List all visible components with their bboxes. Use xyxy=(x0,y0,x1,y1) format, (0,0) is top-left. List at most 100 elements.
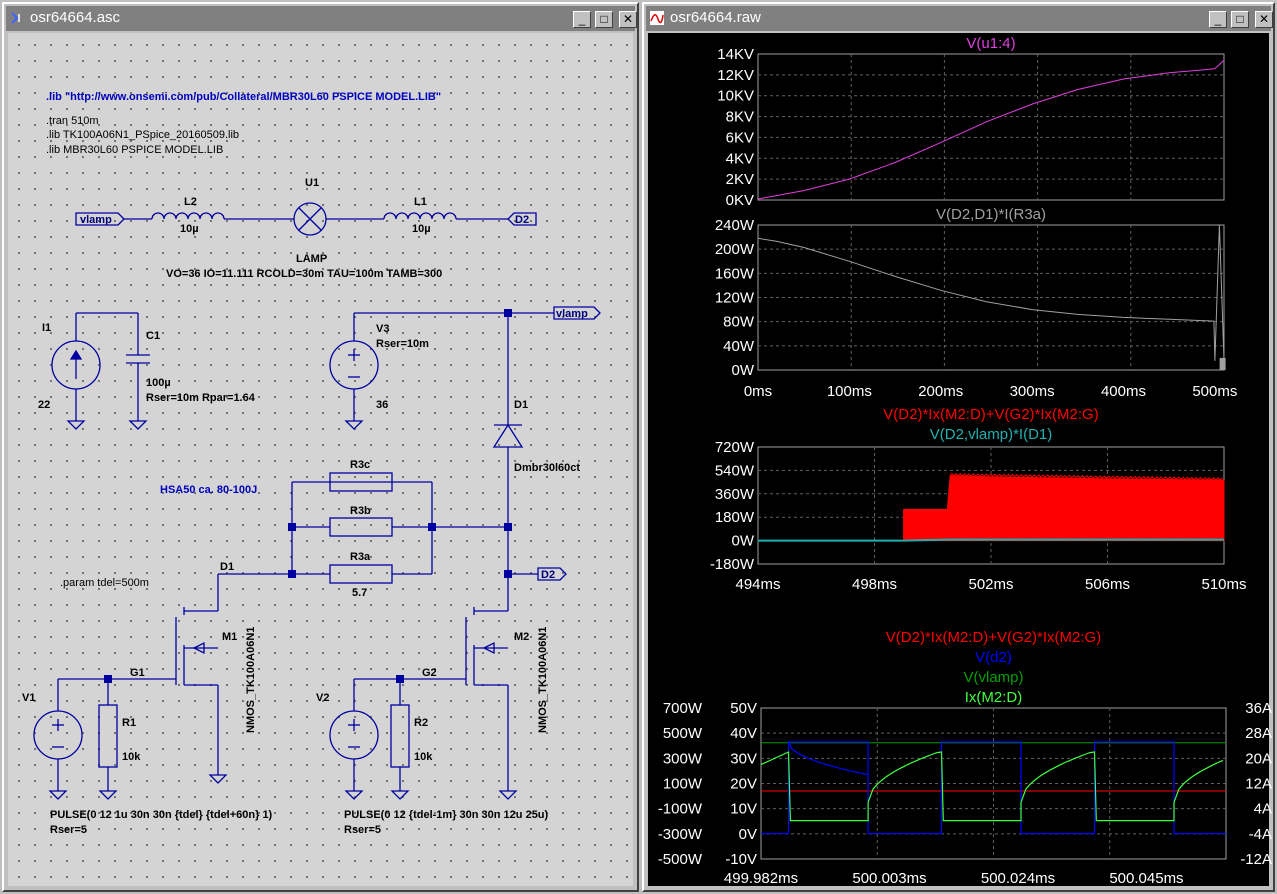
maximize-icon: □ xyxy=(1236,12,1244,26)
x-tick-label: 500.024ms xyxy=(981,870,1055,887)
schematic-app-icon xyxy=(11,12,20,24)
params-V1: Rser=5 xyxy=(50,824,87,836)
y-tick-label: 6KV xyxy=(726,129,754,146)
junction-dot xyxy=(104,675,112,683)
params-U1: VO=36 IO=11.111 RCOLD=30m TAU=100m TAMB=… xyxy=(166,268,442,280)
minimize-icon: _ xyxy=(1214,12,1222,26)
params-C1: Rser=10m Rpar=1.64 xyxy=(146,392,256,404)
inductor-L1[interactable] xyxy=(383,212,457,220)
resistor-R1[interactable] xyxy=(98,679,118,800)
trace-label-ix-m2d: Ix(M2:D) xyxy=(965,689,1023,706)
value-R1: 10k xyxy=(122,751,141,763)
y-tick-label: 4A xyxy=(1254,801,1272,818)
y-tick-label: 160W xyxy=(715,265,755,282)
y-tick-label: 20V xyxy=(730,776,757,793)
net-label-d2: D2 xyxy=(541,569,555,581)
label-V2: V2 xyxy=(316,692,329,704)
x-tick-label: 506ms xyxy=(1085,576,1130,593)
y-tick-label: -180W xyxy=(710,556,755,573)
nmos-M1[interactable] xyxy=(108,574,228,784)
capacitor-C1[interactable] xyxy=(126,313,150,430)
waveform-title: osr64664.raw xyxy=(670,9,761,26)
close-icon: ✕ xyxy=(1258,12,1270,26)
value-I1: 22 xyxy=(38,399,50,411)
resistor-R3c[interactable] xyxy=(329,472,393,492)
maximize-button[interactable]: □ xyxy=(1231,11,1249,28)
params-V2: Rser=5 xyxy=(344,824,381,836)
y-tick-label: 10V xyxy=(730,801,757,818)
voltage-source-V3[interactable] xyxy=(329,312,508,430)
net-label-vlamp: vlamp xyxy=(80,214,112,226)
trace-vu14 xyxy=(757,59,1225,200)
maximize-button[interactable]: □ xyxy=(595,11,613,28)
trace-label-vlamp: V(vlamp) xyxy=(963,669,1023,686)
comment-hsa50[interactable]: HSA50 ca. 80-100J xyxy=(160,484,257,496)
close-button[interactable]: ✕ xyxy=(1255,11,1273,28)
directive-lib-tk[interactable]: .lib TK100A06N1_PSpice_20160509.lib xyxy=(46,129,239,141)
label-M1: M1 xyxy=(222,631,237,643)
current-source-I1[interactable] xyxy=(51,312,138,430)
label-R3a: R3a xyxy=(350,551,371,563)
voltage-source-V1[interactable] xyxy=(33,678,108,800)
close-button[interactable]: ✕ xyxy=(619,11,637,28)
net-d2-flag[interactable] xyxy=(537,567,567,581)
trace-label-vu14: V(u1:4) xyxy=(966,35,1015,52)
trace-m2-power-peaks xyxy=(949,472,1223,481)
y-tick-label: 300W xyxy=(663,750,703,767)
directive-tran[interactable]: .tran 510m xyxy=(46,115,99,127)
resistor-R3a[interactable] xyxy=(329,564,393,584)
trace-m2-power-envelope xyxy=(758,475,1225,542)
label-U1: U1 xyxy=(305,177,319,189)
net-d2-flag-top[interactable] xyxy=(507,212,537,226)
trace-power-r3a-spike xyxy=(1219,357,1226,370)
lamp-U1[interactable] xyxy=(293,202,327,236)
net-vlamp-flag-right[interactable] xyxy=(553,306,601,320)
x-tick-label: 500.045ms xyxy=(1109,870,1183,887)
model-U1: LAMP xyxy=(296,253,327,265)
trace-ix-m2d xyxy=(760,751,1224,822)
directive-param[interactable]: .param tdel=500m xyxy=(60,577,149,589)
value-R3a: 5.7 xyxy=(352,587,367,599)
net-vlamp-flag[interactable] xyxy=(75,212,125,226)
y-tick-label: -4A xyxy=(1249,826,1272,843)
directive-lib-mbr[interactable]: .lib MBR30L60 PSPICE MODEL.LIB xyxy=(46,144,223,156)
y-tick-label: 180W xyxy=(715,509,755,526)
y-tick-label: 500W xyxy=(663,725,703,742)
schematic-drawing[interactable]: .lib "http://www.onsemi.com/pub/Collater… xyxy=(8,33,637,890)
model-M2: NMOS_TK100A06N1 xyxy=(537,627,549,733)
x-tick-label: 510ms xyxy=(1201,576,1246,593)
y-tick-label: -100W xyxy=(658,801,703,818)
junction-dot xyxy=(428,523,436,531)
x-tick-label: 400ms xyxy=(1101,383,1146,400)
directive-lib-url[interactable]: .lib "http://www.onsemi.com/pub/Collater… xyxy=(46,91,441,103)
minimize-button[interactable]: _ xyxy=(1209,11,1227,28)
nmos-M2[interactable] xyxy=(400,574,518,800)
y-tick-label: 50V xyxy=(730,700,757,717)
schematic-titlebar[interactable]: osr64664.asc _ □ ✕ xyxy=(6,6,637,31)
label-R1: R1 xyxy=(122,717,136,729)
y-tick-label: 240W xyxy=(715,217,755,234)
model-M1: NMOS_TK100A06N1 xyxy=(245,627,257,733)
voltage-source-V2[interactable] xyxy=(329,678,400,800)
minimize-button[interactable]: _ xyxy=(573,11,591,28)
waveform-plots[interactable]: 0KV2KV4KV6KV8KV10KV12KV14KVV(u1:4)0W40W8… xyxy=(648,33,1273,890)
label-I1: I1 xyxy=(42,322,51,334)
inductor-L2[interactable] xyxy=(151,212,225,220)
y-tick-label: 8KV xyxy=(726,109,754,126)
net-label-d2-top: D2 xyxy=(515,214,529,226)
x-tick-label: 100ms xyxy=(827,383,872,400)
diode-D1[interactable] xyxy=(492,313,524,527)
trace-label-d1-power: V(D2,vlamp)*I(D1) xyxy=(930,426,1053,443)
y-tick-label: 0V xyxy=(739,826,757,843)
y-tick-label: 14KV xyxy=(717,46,754,63)
label-V1: V1 xyxy=(22,692,35,704)
schematic-window[interactable]: osr64664.asc _ □ ✕ xyxy=(2,2,639,892)
schematic-canvas[interactable]: .lib "http://www.onsemi.com/pub/Collater… xyxy=(8,33,633,886)
waveform-titlebar[interactable]: osr64664.raw _ □ ✕ xyxy=(646,6,1273,31)
resistor-R3b[interactable] xyxy=(329,517,393,537)
label-M2: M2 xyxy=(514,631,529,643)
resistor-R2[interactable] xyxy=(390,679,410,800)
y-tick-label: 4KV xyxy=(726,150,754,167)
